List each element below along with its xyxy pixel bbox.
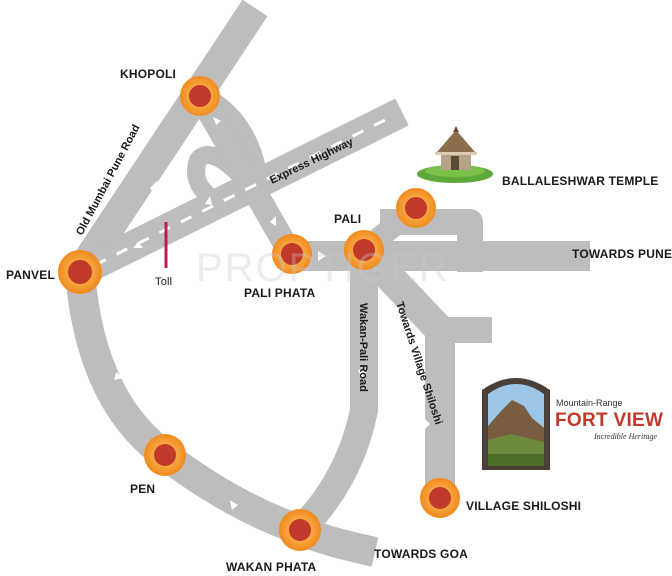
marker-village-shiloshi	[420, 478, 460, 518]
arrow-icon	[318, 251, 326, 261]
label-towards-goa: TOWARDS GOA	[374, 547, 468, 561]
arrow-icon	[424, 418, 430, 430]
marker-khopoli	[180, 76, 220, 116]
marker-pen	[144, 434, 186, 476]
arrow-icon	[133, 242, 143, 248]
label-toll: Toll	[155, 276, 173, 288]
label-pen: PEN	[130, 482, 156, 496]
marker-pali-phata	[272, 234, 312, 274]
temple-icon	[417, 126, 493, 183]
express-highway-marking	[94, 113, 396, 267]
arrow-icon	[270, 216, 276, 226]
fort-tagline-bottom: Incredible Heritage	[594, 432, 658, 441]
label-khopoli: KHOPOLI	[120, 67, 177, 81]
direction-arrows	[114, 117, 430, 510]
label-ballaleshwar-temple: BALLALESHWAR TEMPLE	[502, 174, 659, 188]
arrow-icon	[205, 196, 212, 205]
watermark: PROPTIGER	[196, 246, 450, 290]
marker-wakan-phata	[279, 509, 321, 551]
marker-pali	[344, 230, 384, 270]
label-pali: PALI	[334, 212, 362, 226]
fort-view-image	[482, 378, 550, 470]
fort-tagline-top: Mountain-Range	[556, 398, 623, 408]
marker-upper-right	[396, 188, 436, 228]
arrow-icon	[150, 180, 158, 194]
location-markers	[58, 76, 460, 551]
arrow-icon	[358, 370, 368, 378]
loop-ramp-road	[187, 92, 267, 209]
old-mumbai-pune-road	[67, 0, 268, 281]
label-village-shiloshi: VILLAGE SHILOSHI	[466, 499, 582, 513]
marker-panvel	[58, 250, 102, 294]
arrow-icon	[213, 117, 221, 125]
label-panvel: PANVEL	[6, 268, 55, 282]
label-towards-pune: TOWARDS PUNE	[572, 247, 672, 261]
fort-view-title: FORT VIEW	[555, 410, 664, 431]
label-pali-phata: PALI PHATA	[244, 286, 316, 300]
wakan-pali-road-label: Wakan-Pali Road	[357, 303, 369, 392]
arrow-icon	[406, 462, 416, 470]
arrow-icon	[230, 500, 238, 510]
arrow-icon	[114, 372, 124, 380]
panvel-pen-road	[65, 270, 306, 545]
label-wakan-phata: WAKAN PHATA	[226, 560, 317, 574]
